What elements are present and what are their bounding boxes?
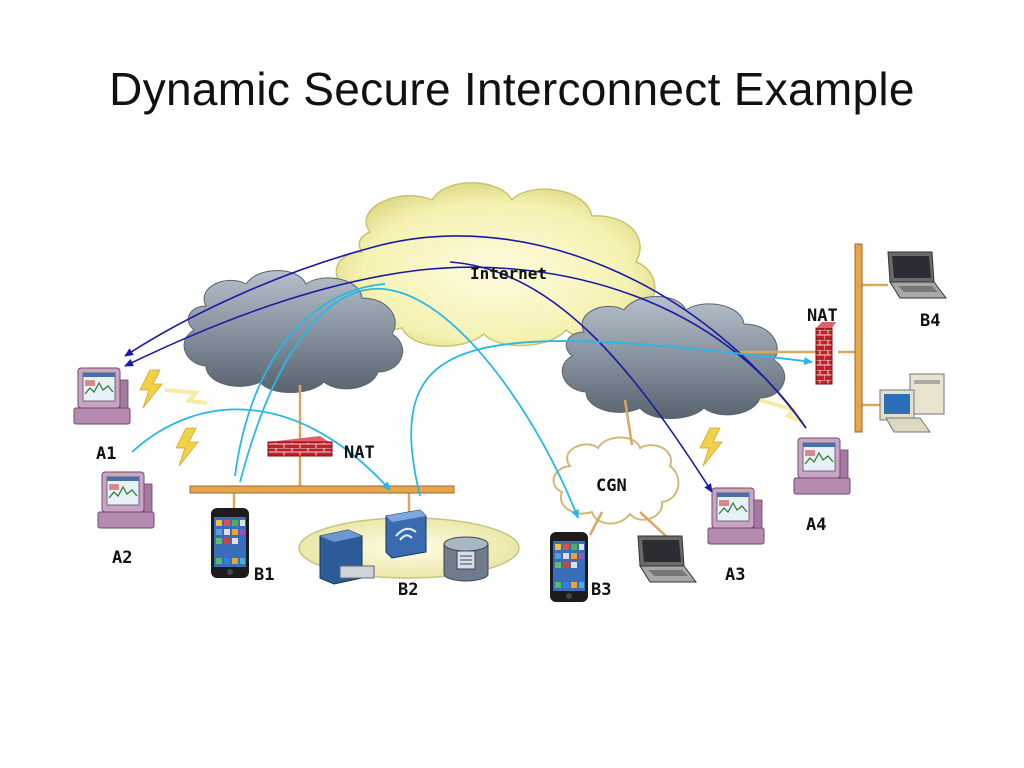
lightning-icon <box>175 427 199 467</box>
server-icon <box>319 529 375 585</box>
lightning-icon <box>164 388 208 406</box>
a2-pc-icon <box>97 471 155 529</box>
firewall-icon-right <box>815 322 836 385</box>
a1-label: A1 <box>96 444 116 464</box>
lan-bus-left <box>189 485 455 494</box>
a4-label: A4 <box>806 515 826 535</box>
light-arrows <box>131 283 813 519</box>
cgn-cloud-icon <box>552 436 680 525</box>
lan-bus-right <box>854 243 863 433</box>
a1-pc-icon <box>73 367 131 425</box>
a4-pc-icon <box>793 437 851 495</box>
lightning-icon <box>139 369 163 409</box>
b2-label: B2 <box>398 580 418 600</box>
a3-pc-icon <box>707 487 765 545</box>
b3-label: B3 <box>591 580 611 600</box>
right-isp-cloud-icon <box>561 296 786 419</box>
lightning-icon <box>699 427 723 467</box>
b1-label: B1 <box>254 565 274 585</box>
slide-title: Dynamic Secure Interconnect Example <box>109 63 915 115</box>
lightning-icon <box>759 398 805 424</box>
nat-right-label: NAT <box>807 306 838 326</box>
b1-phone-icon <box>211 508 249 578</box>
a2-label: A2 <box>112 548 132 568</box>
a3-label: A3 <box>725 565 745 585</box>
b3-phone-icon <box>550 532 588 602</box>
b4-label: B4 <box>920 311 940 331</box>
database-icon <box>443 536 489 582</box>
gateway-icon <box>385 509 427 559</box>
firewall-icon-left <box>267 436 333 457</box>
cgn-label: CGN <box>596 476 627 496</box>
b4-laptop-icon <box>887 251 947 299</box>
nat-left-label: NAT <box>344 443 375 463</box>
laptop-icon <box>637 535 697 583</box>
desktop-icon <box>879 373 945 433</box>
internet-label: Internet <box>470 264 547 283</box>
dark-arrows <box>124 235 807 493</box>
